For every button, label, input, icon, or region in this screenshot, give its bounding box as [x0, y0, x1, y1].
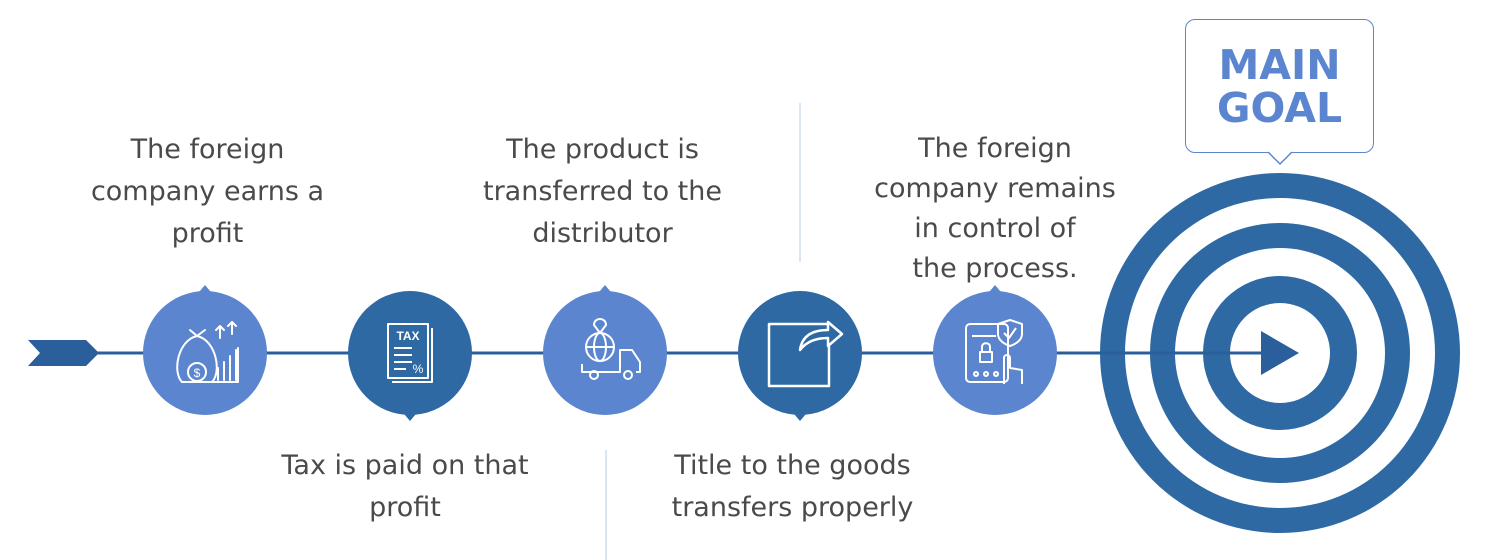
share-arrow-icon [767, 320, 844, 388]
main-goal-label-line: GOAL [1216, 84, 1343, 132]
step-text-line: The product is [506, 134, 699, 165]
step-text-line: The foreign [130, 134, 285, 165]
step-node-4 [738, 291, 862, 421]
step-text-line: company remains [874, 173, 1116, 204]
step-text-5: The foreign company remains in control o… [845, 129, 1145, 289]
step-text-3: The product is transferred to the distri… [450, 129, 755, 255]
step-node-1: $ [143, 285, 267, 415]
main-goal-label: MAIN GOAL [1185, 44, 1374, 130]
svg-text:$: $ [194, 366, 201, 380]
step-node-3 [543, 285, 667, 415]
timeline-end-arrow-icon [1261, 331, 1299, 375]
step-text-line: in control of [914, 213, 1076, 244]
step-text-line: The foreign [918, 133, 1072, 164]
step-text-line: the process. [912, 253, 1078, 284]
step-text-line: profit [171, 218, 244, 249]
delivery-truck-globe-icon [581, 318, 641, 380]
svg-text:%: % [413, 362, 424, 376]
callout-pointer [1268, 151, 1292, 166]
step-node-2: TAX % [348, 291, 472, 421]
tax-document-icon: TAX % [387, 323, 433, 383]
svg-text:TAX: TAX [396, 329, 419, 343]
step-text-line: profit [369, 492, 441, 523]
money-bag-growth-icon: $ [176, 321, 239, 383]
timeline-start-arrow-icon [28, 340, 99, 366]
step-text-line: transferred to the [483, 176, 722, 207]
step-text-line: company earns a [90, 176, 325, 207]
step-text-line: Tax is paid on that [281, 450, 529, 481]
step-text-line: distributor [532, 218, 673, 249]
step-node-5 [933, 285, 1057, 415]
step-text-line: Title to the goods [674, 450, 911, 481]
main-goal-label-line: MAIN [1218, 41, 1341, 89]
step-text-line: transfers properly [671, 492, 914, 523]
step-text-2: Tax is paid on that profit [250, 445, 560, 529]
step-text-4: Title to the goods transfers properly [640, 445, 945, 529]
secure-tablet-icon [965, 319, 1023, 384]
step-text-1: The foreign company earns a profit [60, 129, 355, 255]
